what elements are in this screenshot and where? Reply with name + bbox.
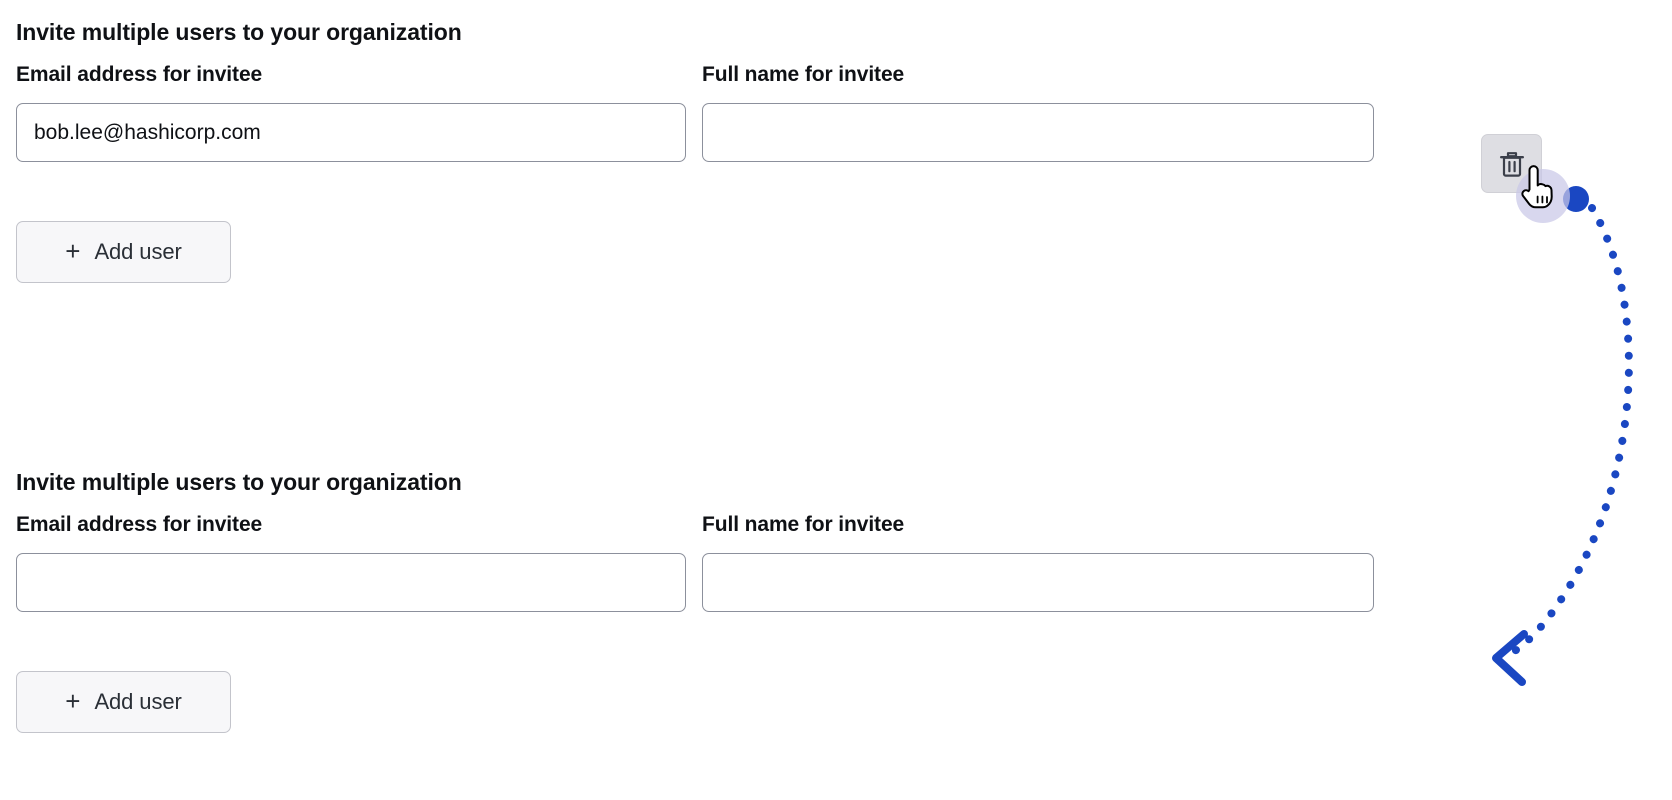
fullname-input[interactable] bbox=[702, 103, 1374, 162]
invitee-field-row-1: Email address for invitee Full name for … bbox=[0, 62, 1672, 193]
email-input-2[interactable] bbox=[16, 553, 686, 612]
page-title: Invite multiple users to your organizati… bbox=[16, 19, 462, 45]
email-field-group-1: Email address for invitee bbox=[16, 62, 686, 162]
email-field-label-2: Email address for invitee bbox=[16, 513, 263, 536]
trash-icon bbox=[1499, 150, 1525, 178]
add-user-button[interactable]: + Add user bbox=[16, 221, 231, 283]
delete-invitee-button[interactable] bbox=[1481, 134, 1542, 193]
email-field-label: Email address for invitee bbox=[16, 63, 263, 86]
fullname-field-label-2: Full name for invitee bbox=[702, 513, 905, 536]
plus-icon: + bbox=[65, 236, 81, 266]
plus-icon-2: + bbox=[65, 686, 81, 716]
page-title-2: Invite multiple users to your organizati… bbox=[16, 469, 462, 495]
add-user-button-label-2: Add user bbox=[94, 689, 182, 714]
fullname-field-group-2: Full name for invitee bbox=[702, 512, 1374, 612]
invitee-field-row-2: Email address for invitee Full name for … bbox=[0, 512, 1672, 642]
email-input[interactable] bbox=[16, 103, 686, 162]
add-user-button-2[interactable]: + Add user bbox=[16, 671, 231, 733]
fullname-input-2[interactable] bbox=[702, 553, 1374, 612]
add-user-button-label: Add user bbox=[94, 239, 182, 264]
fullname-field-label: Full name for invitee bbox=[702, 63, 905, 86]
email-field-group-2: Email address for invitee bbox=[16, 512, 686, 612]
fullname-field-group-1: Full name for invitee bbox=[702, 62, 1374, 162]
